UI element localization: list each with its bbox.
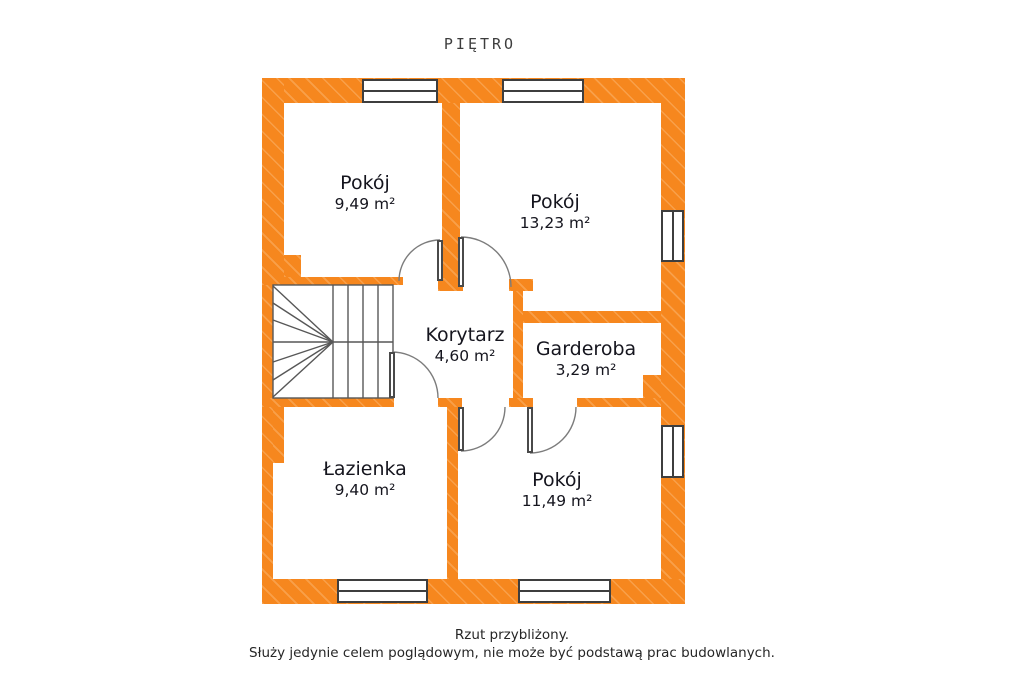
door-arc-room2 [460, 236, 512, 288]
room-area: 4,60 m² [434, 347, 496, 365]
room-label-pokoj-2: Pokój 13,23 m² [470, 191, 640, 233]
disclaimer-line-1: Rzut przybliżony. [454, 627, 570, 643]
wall-corridor-wardrobe [513, 279, 523, 407]
room-name: Garderoba [535, 338, 637, 360]
room-label-korytarz: Korytarz 4,60 m² [380, 324, 550, 366]
disclaimer-line-2: Służy jedynie celem poglądowym, nie może… [249, 645, 775, 661]
wall-cap-wardrobe-top [509, 279, 533, 291]
wall-cap-bottom-a [438, 398, 462, 407]
wall-room1-corridor [262, 277, 403, 285]
room-area: 3,29 m² [555, 361, 617, 379]
room-label-garderoba: Garderoba 3,29 m² [501, 338, 671, 380]
wall-outer-right [661, 78, 685, 604]
wall-bathroom-top [262, 398, 394, 407]
room-label-pokoj-1: Pokój 9,49 m² [280, 172, 450, 214]
wall-pier-wardrobe-corner [643, 375, 661, 398]
room-name: Korytarz [425, 324, 505, 346]
wall-outer-bottom [262, 579, 685, 604]
window-top-right [502, 79, 584, 103]
room-area: 9,40 m² [334, 481, 396, 499]
door-leaf-room1 [437, 240, 443, 281]
staircase [272, 284, 394, 399]
window-bottom-right [518, 579, 611, 603]
door-arc-wardrobe [529, 406, 577, 454]
room-label-lazienka: Łazienka 9,40 m² [280, 458, 450, 500]
door-arc-room1 [398, 239, 441, 282]
room-area: 9,49 m² [334, 195, 396, 213]
wall-pier-left-bath [273, 398, 284, 463]
wall-outer-top [262, 78, 685, 103]
wall-room2-wardrobe [523, 311, 661, 323]
wall-cap-top-doors [438, 278, 463, 291]
wall-bathroom-room3 [447, 407, 458, 579]
room-name: Pokój [532, 469, 582, 491]
door-leaf-wardrobe [527, 407, 533, 453]
wall-cap-bottom-b [509, 398, 533, 407]
door-leaf-bathroom [389, 352, 395, 398]
page-title: PIĘTRO [443, 35, 517, 53]
door-leaf-room3 [458, 407, 464, 451]
wall-room1-room2-divider [442, 103, 460, 279]
window-bottom-left [337, 579, 428, 603]
room-label-pokoj-3: Pokój 11,49 m² [472, 469, 642, 511]
door-leaf-room2 [458, 237, 464, 287]
window-right-lower [661, 425, 684, 478]
disclaimer: Rzut przybliżony. Służy jedynie celem po… [137, 626, 887, 662]
room-name: Pokój [340, 172, 390, 194]
window-right-upper [661, 210, 684, 262]
door-arc-room3 [460, 406, 506, 452]
wall-outer-left-upper [262, 78, 284, 285]
room-name: Łazienka [323, 458, 407, 480]
room-name: Pokój [530, 191, 580, 213]
wall-wardrobe-bottom [577, 398, 661, 407]
room-area: 13,23 m² [519, 214, 591, 232]
wall-pier-left-mid [284, 255, 301, 277]
window-top-left [362, 79, 438, 103]
wall-outer-left-lower [262, 285, 273, 604]
room-area: 11,49 m² [521, 492, 593, 510]
